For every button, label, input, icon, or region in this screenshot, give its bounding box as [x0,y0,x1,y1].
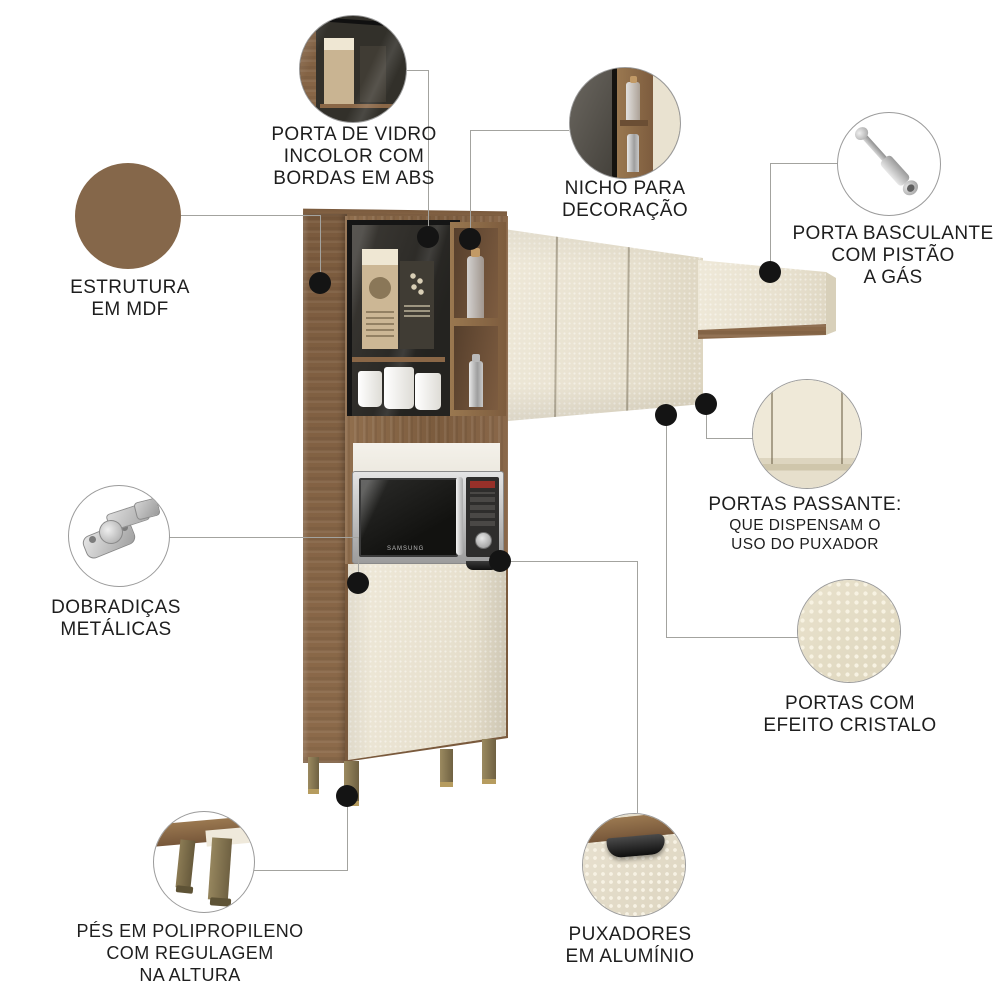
cereal-box [362,249,398,349]
decor-niche-column [450,222,506,416]
connector-line [404,70,428,71]
callout-anchor-dot [347,572,369,594]
mdf-wood-texture-image [75,163,181,269]
mug [358,371,382,407]
microwave-brand: SAMSUNG [387,546,425,552]
puxadores-callout-circle [582,813,686,917]
connector-line [770,163,838,164]
wall-cabinet [497,228,703,422]
microwave-handle [456,477,463,555]
passante-callout-circle [752,379,862,489]
cristalo-callout-circle [797,579,901,683]
glass-bottle [467,248,484,318]
mug [415,373,441,410]
cabinet-leg [308,757,319,794]
microwave-buttons [470,492,495,526]
callout-anchor-dot [655,404,677,426]
crystal-effect-texture-image [798,580,900,682]
dobradicas-callout-circle [68,485,170,587]
passante-label: PORTAS PASSANTE: QUE DISPENSAM O USO DO … [708,494,902,553]
connector-line [428,70,429,237]
wall-cabinet-shading [497,228,703,422]
connector-line [666,637,798,638]
gas-piston-detail-image [838,113,940,215]
microwave: SAMSUNG [352,471,504,564]
basculante-callout-circle [837,112,941,216]
estrutura-callout-circle [75,163,181,269]
microwave-display [470,481,495,488]
callout-anchor-dot [759,261,781,283]
pass-through-door-detail-image [753,380,861,488]
connector-line [358,537,359,583]
glass-door-detail-image [300,16,406,122]
metal-bottle [469,354,483,407]
decor-niche-bottom [454,326,498,410]
microwave-dial [475,532,492,549]
metal-hinge-detail-image [69,486,169,586]
connector-line [637,561,638,813]
connector-line [470,130,569,131]
connector-line [666,415,667,637]
tower-side-panel [303,214,347,763]
connector-line [770,163,771,272]
connector-line [470,130,471,239]
porta-vidro-callout-circle [299,15,407,123]
glass-shelf [352,357,445,362]
cabinet-leg [482,739,496,784]
connector-line [168,537,358,538]
connector-line [347,796,348,870]
decor-niche-detail-image [570,68,680,178]
microwave-control-panel [466,477,499,557]
tower-lower-door [348,564,506,760]
callout-anchor-dot [489,550,511,572]
callout-anchor-dot [417,226,439,248]
connector-line [253,870,348,871]
callout-anchor-dot [309,272,331,294]
nicho-callout-circle [569,67,681,179]
door-handle [466,561,498,570]
microwave-door: SAMSUNG [359,478,458,557]
pes-callout-circle [153,811,255,913]
adjustable-feet-detail-image [154,812,254,912]
callout-anchor-dot [459,228,481,250]
tower-glass-door [347,220,460,426]
cabinet-leg [440,749,453,787]
callout-anchor-dot [695,393,717,415]
mug [384,367,414,409]
callout-anchor-dot [336,785,358,807]
connector-line [181,215,320,216]
lift-up-cabinet-side [826,272,836,335]
connector-line [500,561,637,562]
tower-mid-band [345,416,508,443]
cereal-box [400,261,434,349]
connector-line [706,404,707,438]
aluminum-handle-detail-image [583,814,685,916]
connector-line [706,438,753,439]
connector-line [320,215,321,283]
